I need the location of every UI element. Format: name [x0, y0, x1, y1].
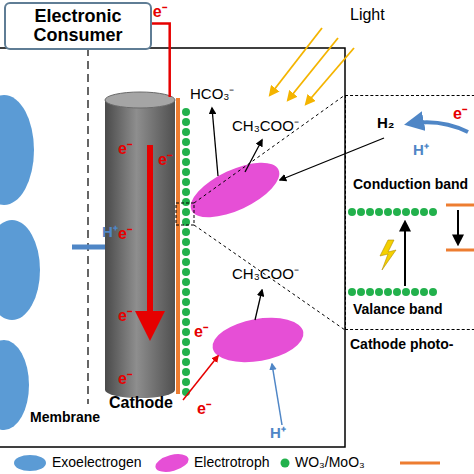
- node-text: Cathode photo-: [350, 337, 453, 352]
- node-text: Conduction band: [353, 177, 468, 192]
- node-text: e⁻: [118, 225, 132, 243]
- node-text: e⁻: [118, 370, 132, 388]
- legend-text: Exoelectrogen: [52, 455, 142, 470]
- membrane-line: [87, 48, 88, 404]
- node-text: e⁻: [453, 105, 467, 123]
- zoom-box: [176, 203, 194, 225]
- legend-text: WO₃/MoO₃: [295, 455, 365, 470]
- node-text: e⁻: [118, 140, 132, 158]
- node-text: e⁻: [158, 151, 172, 169]
- reduction-arrow: [408, 122, 468, 132]
- node-text: Valance band: [353, 302, 442, 317]
- electron-transfer: [183, 356, 218, 400]
- species-label: HCO₃⁻: [190, 86, 234, 103]
- band-dots: [348, 208, 437, 296]
- reactor-frame: [0, 48, 345, 447]
- box-label: Electronic Consumer: [6, 5, 150, 47]
- photo-layer: [176, 98, 180, 394]
- species-label: H⁺: [270, 425, 286, 442]
- photocathode-zoom: H₂ H⁺ e⁻ Conduction bandValance bandCathode…: [345, 95, 474, 357]
- cathode-node: e⁻ e⁻ e⁻ e⁻ e⁻ Cathode: [100, 95, 182, 417]
- excitation-arrow: [404, 222, 406, 286]
- light-rays: [270, 28, 354, 104]
- product-arrows: [212, 108, 384, 320]
- proton-uptake-arrow: [272, 364, 282, 425]
- node-text: e⁻: [118, 307, 132, 325]
- catalyst-dots: [182, 108, 190, 396]
- legend-text: Electrotroph: [194, 455, 269, 470]
- consumer-box: Electronic Consumer: [4, 2, 152, 50]
- species-label: Light: [350, 6, 385, 24]
- cathode-levels: [446, 205, 474, 250]
- node-text: H⁺: [413, 142, 429, 159]
- species-label: e⁻: [194, 323, 208, 341]
- electron-drop-arrow: [457, 210, 459, 244]
- species-label: H⁺: [102, 224, 118, 241]
- wire-label: e⁻: [153, 3, 167, 21]
- electrotroph: [209, 311, 307, 368]
- electrotroph: [183, 152, 287, 229]
- species-label: CH₃COO⁻: [232, 118, 299, 135]
- species-label: e⁻: [197, 400, 211, 418]
- cathode-cylinder: [105, 92, 175, 398]
- wire: [152, 24, 170, 97]
- zoom-border: [345, 95, 474, 330]
- species-label: CH₃COO⁻: [232, 266, 299, 283]
- part-label: Membrane: [30, 410, 100, 425]
- electron-flow-arrow: [147, 145, 153, 335]
- lightning-symbol: [380, 240, 396, 270]
- legend-swatches: [14, 451, 440, 474]
- zoom-leader: [194, 95, 345, 330]
- node-text: Cathode: [100, 394, 182, 412]
- exoelectrogen: [0, 95, 40, 430]
- node-text: H₂: [377, 115, 395, 132]
